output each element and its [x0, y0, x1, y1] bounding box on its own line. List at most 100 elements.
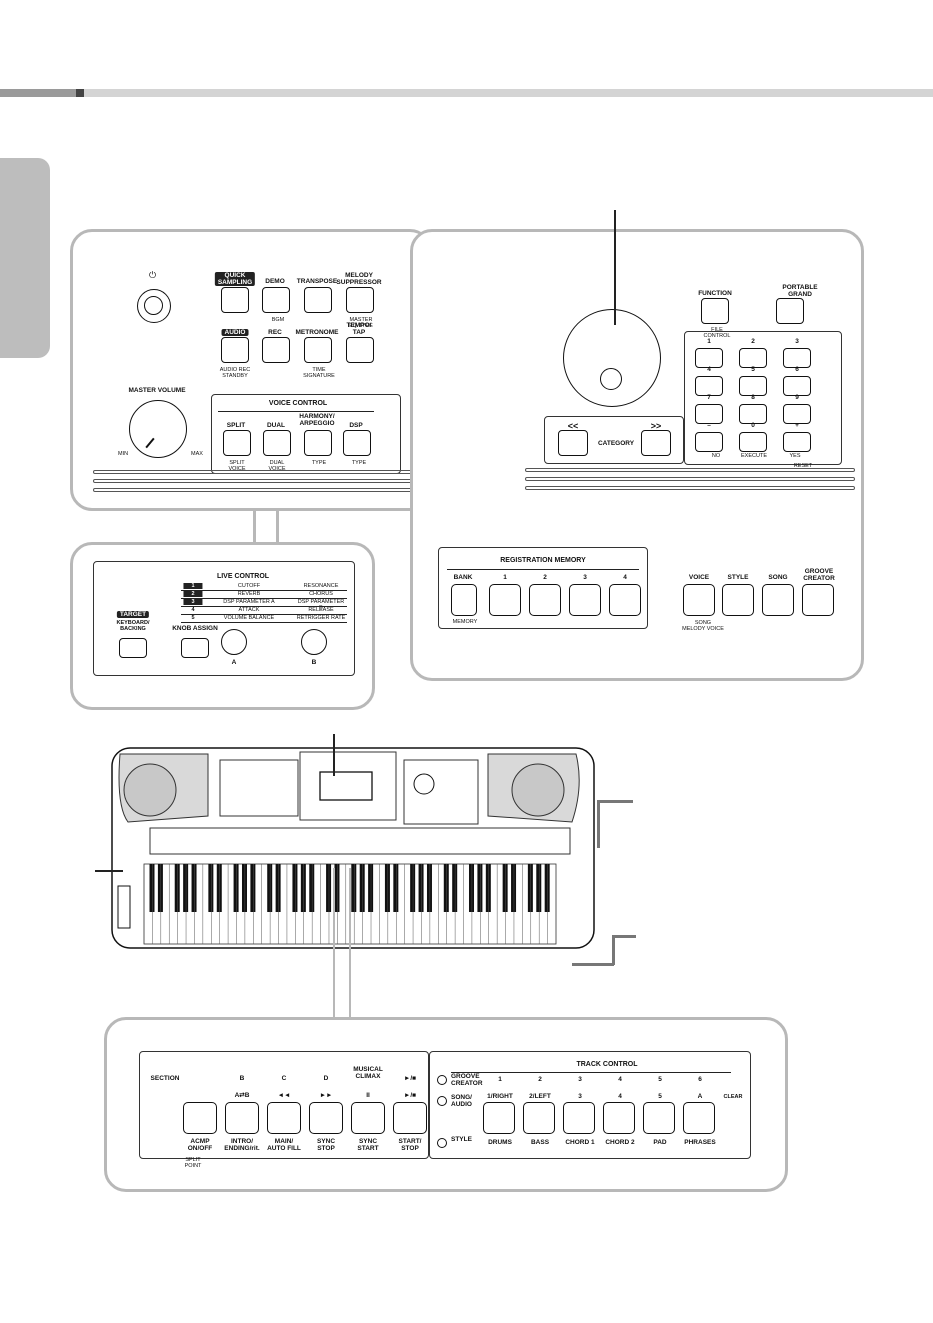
category-label: CATEGORY [597, 440, 635, 447]
quick-sampling-button[interactable] [221, 287, 249, 313]
groove-creator-label: GROOVE CREATOR [803, 568, 835, 583]
numpad-key-12[interactable] [783, 432, 811, 452]
function-button[interactable] [701, 298, 729, 324]
portable-grand-button[interactable] [776, 298, 804, 324]
power-button[interactable] [137, 289, 171, 323]
numpad-key-7[interactable] [695, 404, 723, 424]
knob-assign-button[interactable] [181, 638, 209, 658]
style-button[interactable] [722, 584, 754, 616]
tempo-tap-button[interactable] [346, 337, 374, 363]
track-button-5[interactable] [643, 1102, 675, 1134]
section-button-3[interactable] [267, 1102, 301, 1134]
bank-button[interactable] [451, 584, 477, 616]
section-button-2[interactable] [225, 1102, 259, 1134]
master-volume-knob[interactable] [129, 400, 187, 458]
yes-label: YES [789, 453, 801, 459]
master-volume-label: MASTER VOLUME [128, 387, 186, 394]
registration-number-label: 2 [543, 574, 547, 581]
groove-creator-button[interactable] [802, 584, 834, 616]
section-button-4[interactable] [309, 1102, 343, 1134]
rec-label: REC [268, 329, 282, 336]
track-button-4[interactable] [603, 1102, 635, 1134]
voice-button[interactable] [683, 584, 715, 616]
demo-button[interactable] [262, 287, 290, 313]
numpad-key-2[interactable] [739, 348, 767, 368]
track-button-2[interactable] [523, 1102, 555, 1134]
live-row-knob-a: VOLUME BALANCE [223, 615, 275, 621]
split-button[interactable] [223, 430, 251, 456]
transpose-button[interactable] [304, 287, 332, 313]
knob-a[interactable] [221, 629, 247, 655]
dsp-button[interactable] [343, 430, 371, 456]
section-button-top-label: ►► [319, 1092, 333, 1099]
registration-button-2[interactable] [529, 584, 561, 616]
black-key [426, 864, 432, 912]
conn-top-left [253, 508, 256, 546]
keyboard-overview [111, 747, 595, 949]
numpad-key-5[interactable] [739, 376, 767, 396]
dual-label: DUAL [266, 422, 286, 429]
section-button-5[interactable] [351, 1102, 385, 1134]
category-prev-button[interactable] [558, 430, 588, 456]
live-row-number: 1 [183, 583, 203, 590]
numpad-key-9[interactable] [783, 404, 811, 424]
track-top-label: A [697, 1093, 703, 1100]
track-button-1[interactable] [483, 1102, 515, 1134]
lower-pointer-2 [349, 868, 351, 1018]
track-name-label: PAD [653, 1139, 667, 1146]
metronome-button[interactable] [304, 337, 332, 363]
melody-suppressor-button[interactable] [346, 287, 374, 313]
numpad-key-8[interactable] [739, 404, 767, 424]
numpad-key-label: 5 [751, 366, 755, 373]
dial-pointer-line [614, 210, 616, 325]
section-button-top-label: A⇄B [234, 1092, 250, 1099]
black-key [191, 864, 197, 912]
bracket-right-top [597, 800, 600, 848]
registration-button-3[interactable] [569, 584, 601, 616]
live-row-rule [181, 622, 347, 623]
track-button-6[interactable] [683, 1102, 715, 1134]
registration-rule [447, 569, 639, 570]
controls-strip [149, 827, 571, 855]
black-key [275, 864, 281, 912]
audio-button[interactable] [221, 337, 249, 363]
numpad-key-label: 8 [751, 394, 755, 401]
live-row-knob-a: ATTACK [238, 607, 260, 613]
harmony-button[interactable] [304, 430, 332, 456]
section-button-1[interactable] [183, 1102, 217, 1134]
black-key [326, 864, 332, 912]
numpad-key-11[interactable] [739, 432, 767, 452]
section-button-6[interactable] [393, 1102, 427, 1134]
harmony-label: HARMONY/ ARPEGGIO [299, 413, 335, 428]
rec-button[interactable] [262, 337, 290, 363]
section-button-top-label: ◄◄ [277, 1092, 291, 1099]
numpad-key-3[interactable] [783, 348, 811, 368]
keyboard-backing-label: KEYBOARD/ BACKING [116, 620, 150, 633]
led-2 [437, 1096, 447, 1106]
numpad-key-10[interactable] [695, 432, 723, 452]
category-next-button[interactable] [641, 430, 671, 456]
dual-button[interactable] [263, 430, 291, 456]
dial[interactable] [563, 309, 661, 407]
registration-button-1[interactable] [489, 584, 521, 616]
black-key [149, 864, 155, 912]
registration-button-4[interactable] [609, 584, 641, 616]
keyboard-backing-button[interactable] [119, 638, 147, 658]
volume-min-label: MIN [117, 451, 129, 457]
split-sub-label: SPLIT VOICE [228, 460, 246, 473]
category-box [544, 416, 684, 464]
numpad-key-1[interactable] [695, 348, 723, 368]
song-button[interactable] [762, 584, 794, 616]
section-label-3: D [323, 1075, 329, 1082]
black-key [267, 864, 273, 912]
numpad-key-4[interactable] [695, 376, 723, 396]
track-button-3[interactable] [563, 1102, 595, 1134]
knob-b[interactable] [301, 629, 327, 655]
black-key [544, 864, 550, 912]
live-row-rule [181, 598, 347, 599]
bracket-right-bottom-h [612, 935, 636, 938]
black-key [359, 864, 365, 912]
numpad-key-6[interactable] [783, 376, 811, 396]
black-key [300, 864, 306, 912]
section-label-2: C [281, 1075, 287, 1082]
